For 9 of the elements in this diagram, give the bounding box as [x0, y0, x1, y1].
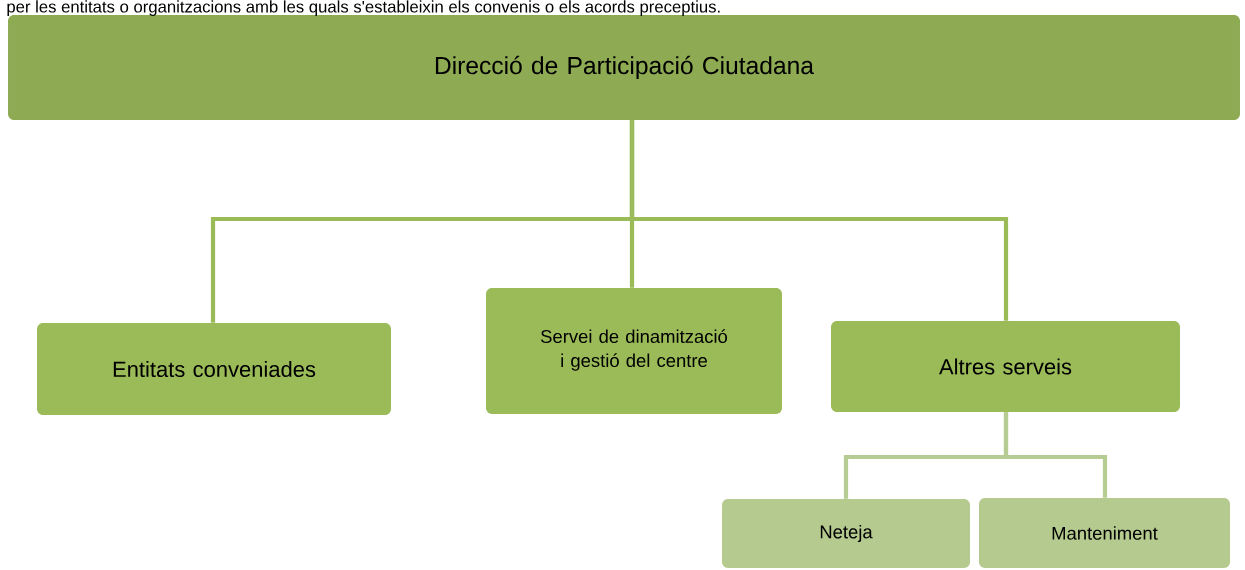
connector-line [1003, 412, 1108, 498]
org-box: Entitats conveniades [37, 323, 391, 415]
connector-line [629, 120, 1009, 321]
org-box: Neteja [722, 499, 970, 568]
org-box: Altres serveis [831, 321, 1180, 412]
org-box: Direcció de Participació Ciutadana [8, 15, 1240, 120]
note-text: per les entitats o organitzacions amb les quals s'estableixin els convenis o els acords preceptius. [7, 0, 720, 16]
org-box: Manteniment [979, 498, 1230, 568]
org-box: Servei de dinamització i gestió del centre [486, 288, 782, 414]
